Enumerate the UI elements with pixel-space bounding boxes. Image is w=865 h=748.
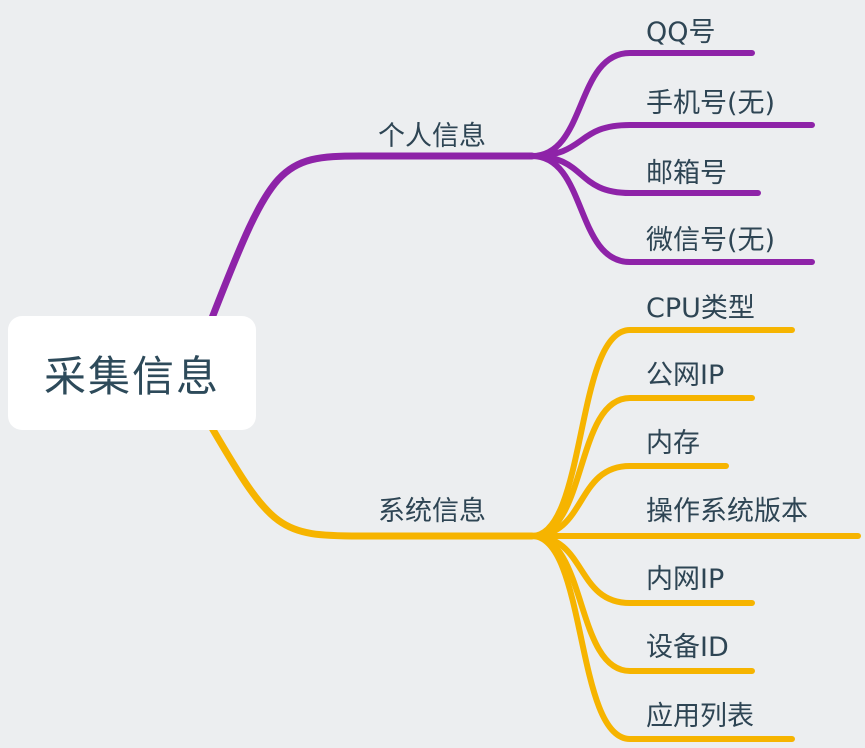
leaf-wechat[interactable]: 微信号(无) — [646, 225, 776, 256]
leaf-connector — [529, 463, 729, 539]
leaf-cpu[interactable]: CPU类型 — [646, 293, 755, 324]
branch-system-lines — [208, 327, 861, 742]
leaf-lan-ip[interactable]: 内网IP — [646, 564, 725, 595]
trunk-line — [208, 424, 536, 540]
leaf-connector — [529, 122, 815, 159]
leaf-device-id[interactable]: 设备ID — [646, 632, 729, 663]
leaf-os-version[interactable]: 操作系统版本 — [646, 496, 808, 527]
trunk-line — [208, 152, 536, 322]
root-node[interactable]: 采集信息 — [8, 316, 256, 430]
leaf-connector — [529, 533, 795, 742]
leaf-phone[interactable]: 手机号(无) — [646, 88, 776, 119]
leaf-connector — [529, 395, 755, 539]
branch-label-personal[interactable]: 个人信息 — [378, 121, 486, 152]
leaf-app-list[interactable]: 应用列表 — [646, 701, 754, 732]
branch-personal-lines — [208, 50, 815, 322]
leaf-memory[interactable]: 内存 — [646, 428, 700, 459]
branch-label-system[interactable]: 系统信息 — [378, 496, 486, 527]
leaf-email[interactable]: 邮箱号 — [646, 158, 727, 189]
leaf-qq[interactable]: QQ号 — [646, 17, 716, 48]
root-label: 采集信息 — [43, 351, 220, 401]
leaf-public-ip[interactable]: 公网IP — [646, 360, 725, 391]
leaf-connector — [529, 50, 755, 159]
leaf-connector — [529, 153, 815, 265]
